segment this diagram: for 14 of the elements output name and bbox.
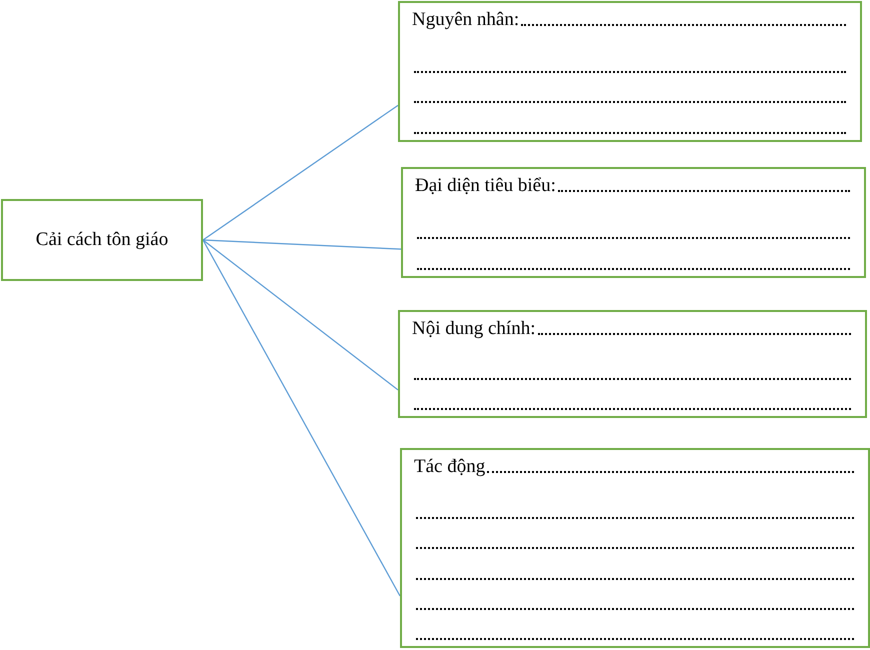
prompt-text: Nguyên nhân:: [412, 9, 520, 31]
connector-line: [202, 240, 398, 390]
prompt-text: Tác động: [414, 456, 486, 478]
answer-card: [400, 448, 870, 648]
topic-box: [1, 199, 203, 281]
answer-card: [398, 310, 867, 418]
prompt-text: Đại diện tiêu biểu:: [415, 175, 556, 197]
answer-card: [398, 1, 862, 142]
topic-text: Cải cách tôn giáo: [36, 229, 168, 251]
connector-line: [202, 239, 402, 250]
connector-line: [202, 104, 398, 240]
prompt-text: Nội dung chính:: [412, 318, 536, 340]
connector-line: [202, 240, 401, 596]
answer-card: [401, 167, 866, 278]
